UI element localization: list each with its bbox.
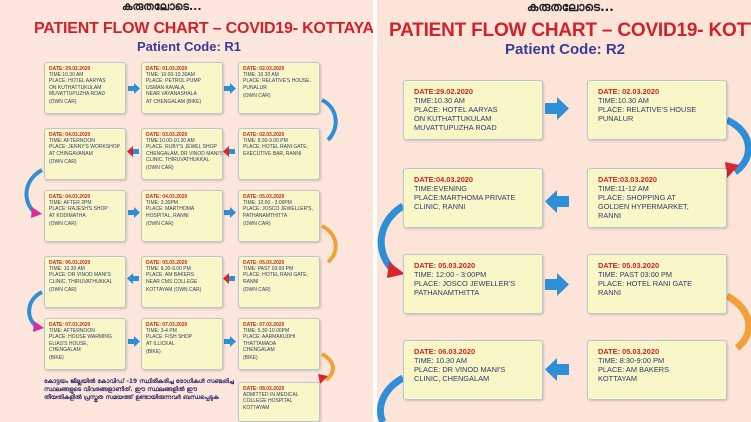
arrow-left-icon (127, 273, 139, 284)
r1-flow-box-1: DATE: 29.02.2020 TIME:10.30 AM PLACE: HO… (44, 62, 126, 114)
r1-flow-box-14: DATE: 07.03.2020 TIME: 3-4 PM PLACE: FIS… (141, 318, 223, 370)
arrow-left-icon (127, 146, 139, 157)
curve-arrow-icon (320, 352, 335, 382)
arrow-left-icon (545, 358, 569, 381)
arrow-left-icon (545, 190, 569, 213)
malayalam-header: കരുതലോടെ... (122, 0, 202, 13)
r1-flow-box-10: DATE: 06.03.2020 TIME: 10.30 AM PLACE: D… (44, 256, 126, 308)
r1-flow-box-6: DATE: 02.03.2020 TIME: 8.30-9.00 PM PLAC… (238, 128, 320, 180)
curve-arrow-icon (320, 98, 338, 142)
r2-flow-box-1: DATE:29.02.2020 TIME:10.30 AM PLACE: HOT… (403, 80, 543, 140)
r1-flow-box-2: DATE: 01.03.2020 TIME: 10.00-10.30AM PLA… (141, 62, 223, 114)
r2-flow-box-2: DATE: 02.03.2020 TIME:10.30 AM PLACE: RE… (587, 80, 727, 140)
arrow-right-icon (224, 207, 236, 218)
r2-flow-box-6: DATE: 05.03.2020 TIME: PAST 03:00 PM PLA… (587, 254, 727, 314)
r1-flow-box-4: DATE: 04.03.2020 TIME: AFTERNOON PLACE: … (44, 128, 126, 180)
r1-flow-box-8: DATE: 04.03.2020 TIME: 3.30PM PLACE: MAR… (141, 190, 223, 242)
r1-flow-box-15: DATE: 07.03.2020 TIME: 5.30-10.00PM PLAC… (238, 318, 320, 370)
r2-flow-box-5: DATE: 05.03.2020 TIME: 12:00 - 3:00PM PL… (403, 254, 543, 314)
arrow-right-icon (128, 207, 140, 218)
malayalam-header: കരുതലോടെ... (527, 0, 614, 14)
curve-arrow-icon (27, 290, 44, 328)
flowchart-panel-r1: കരുതലോടെ... PATIENT FLOW CHART – COVID19… (0, 0, 373, 422)
r1-flow-box-11: DATE: 05.03.2020 TIME: 8.30-9.00 PM PLAC… (141, 256, 223, 308)
r2-flow-box-8: DATE: 05.03.2020 TIME: 8:30-9:00 PM PLAC… (587, 340, 727, 400)
malayalam-notice: കോട്ടയം ജില്ലയിൽ കോവിഡ് -19 സ്ഥിരീകരിച്ച… (44, 378, 234, 401)
patient-code: Patient Code: R2 (505, 41, 626, 58)
curve-arrow-icon (377, 203, 405, 273)
flowchart-panel-r2: കരുതലോടെ... PATIENT FLOW CHART – COVID19… (373, 0, 751, 422)
r1-flow-box-12: DATE: 05.03.2020 TIME: PAST 03:00 PM PLA… (238, 256, 320, 308)
curve-arrow-icon (24, 168, 44, 214)
curve-arrow-icon (725, 116, 751, 175)
arrow-right-icon (128, 336, 140, 347)
r1-flow-box-9: DATE: 05.03.2020 TIME: 12:00 - 3:00PM PL… (238, 190, 320, 242)
curve-arrow-icon (320, 224, 338, 264)
arrow-right-icon (224, 336, 236, 347)
curve-arrow-icon (377, 374, 405, 422)
arrow-left-icon (223, 146, 235, 157)
arrow-right-icon (128, 83, 140, 94)
chart-title: PATIENT FLOW CHART – COVID19- KOTTAYAM (34, 20, 373, 37)
arrow-left-icon (223, 273, 235, 284)
arrow-right-icon (545, 273, 569, 296)
arrow-right-icon (545, 97, 569, 120)
r1-flow-box-16: DATE: 08.03.2020 ADMITTED IN MEDICAL COL… (238, 382, 320, 422)
r1-flow-box-5: DATE: 03.03.2020 TIME:10.00-10.30 AM PLA… (141, 128, 223, 180)
r2-flow-box-3: DATE:04.03.2020 TIME:EVENING PLACE:MARTH… (403, 168, 543, 228)
r1-flow-box-7: DATE: 04.03.2020 TIME: AFTER 2PM PLACE: … (44, 190, 126, 242)
r1-flow-box-3: DATE: 02.03.2020 TIME: 10.30 AM PLACE: R… (238, 62, 320, 114)
r1-flow-box-13: DATE: 07.03.2020 TIME: AFTERNOON PLACE: … (44, 318, 126, 370)
chart-title: PATIENT FLOW CHART – COVID19- KOTTAYAM (389, 20, 751, 41)
arrow-right-icon (224, 83, 236, 94)
curve-arrow-icon (725, 292, 751, 351)
r2-flow-box-4: DATE:03.03.2020 TIME:11-12 AM PLACE: SHO… (587, 168, 727, 228)
patient-code: Patient Code: R1 (137, 39, 242, 54)
r2-flow-box-7: DATE: 06.03.2020 TIME: 10.30 AM PLACE: D… (403, 340, 543, 400)
